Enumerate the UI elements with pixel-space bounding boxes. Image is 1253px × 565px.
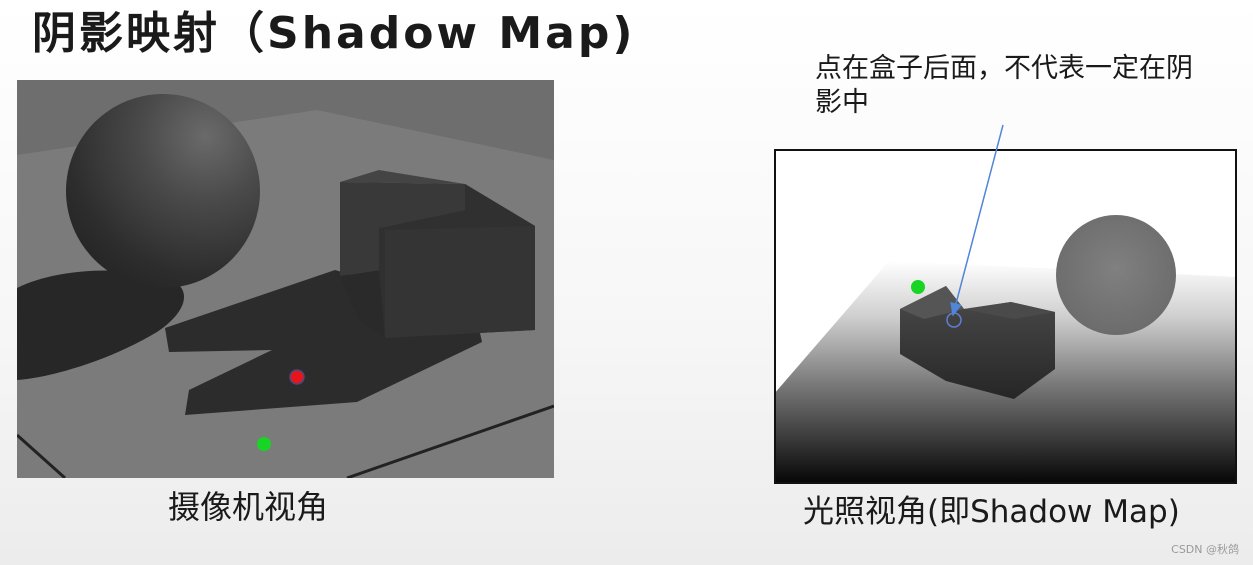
light-view-caption: 光照视角(即Shadow Map) — [803, 494, 1180, 530]
camera-view-caption: 摄像机视角 — [168, 488, 329, 526]
red-point — [289, 369, 305, 385]
camera-view-image — [17, 80, 554, 478]
green-point — [911, 280, 925, 294]
slide-title: 阴影映射（Shadow Map) — [32, 8, 636, 59]
annotation-text: 点在盒子后面，不代表一定在阴影中 — [815, 53, 1193, 118]
shadow-map-image — [774, 149, 1237, 484]
watermark: CSDN @秋鸽 — [1171, 543, 1239, 556]
green-point — [257, 437, 271, 451]
